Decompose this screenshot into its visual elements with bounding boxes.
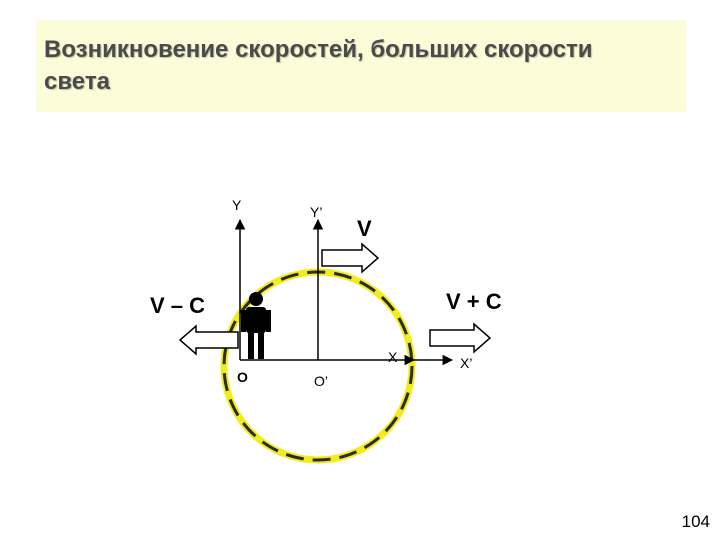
person-icon xyxy=(241,292,271,359)
page-number: 104 xyxy=(681,512,710,531)
label-y-prime: Y’ xyxy=(310,204,322,220)
label-x: X xyxy=(388,349,398,365)
v-arrow xyxy=(321,242,380,274)
slide-title: Возникновение скоростей, больших скорост… xyxy=(44,36,593,95)
label-o: O xyxy=(237,369,248,385)
label-x-prime: X’ xyxy=(460,355,472,371)
v-minus-c-arrow xyxy=(178,324,239,356)
v-plus-c-arrow xyxy=(429,322,492,354)
title-box: Возникновение скоростей, больших скорост… xyxy=(36,20,686,112)
label-v-plus-c: V + C xyxy=(446,289,502,314)
label-o-prime: O’ xyxy=(314,373,328,389)
label-v: V xyxy=(357,216,372,241)
label-v-minus-c: V – C xyxy=(150,293,205,318)
label-y: Y xyxy=(232,197,242,213)
